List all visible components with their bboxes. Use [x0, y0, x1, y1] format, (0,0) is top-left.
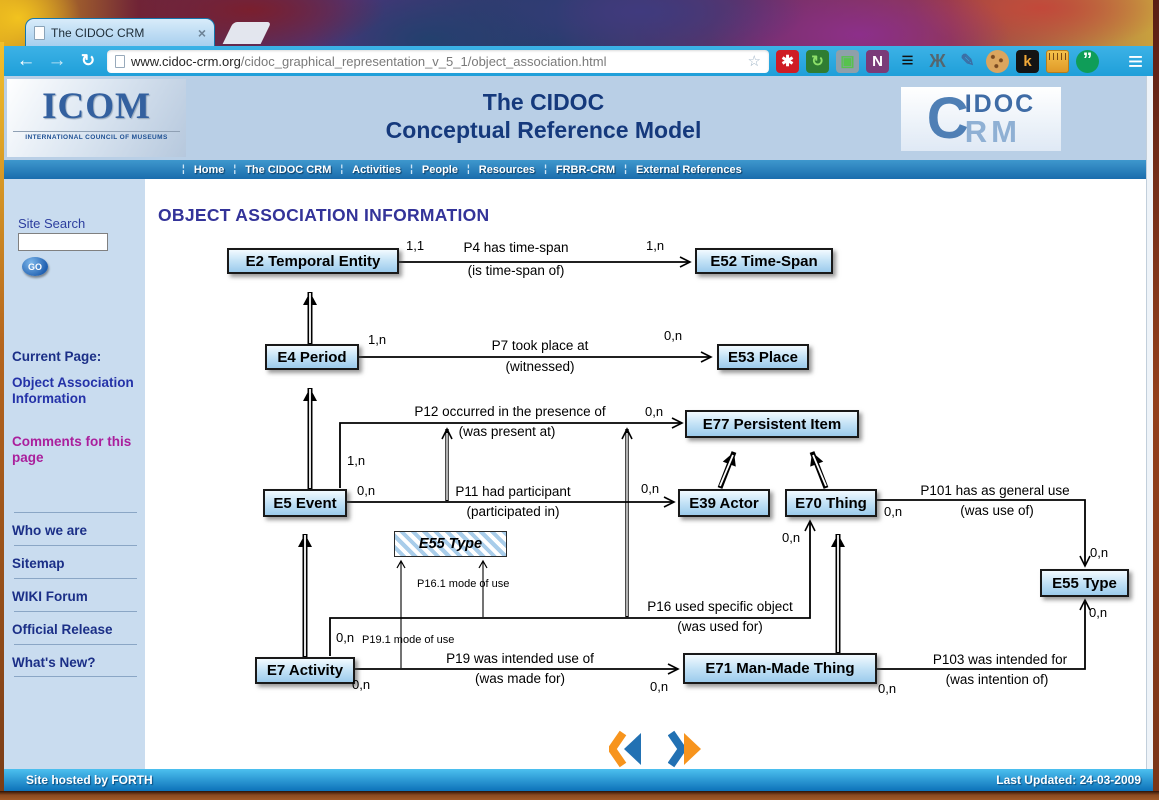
back-button[interactable]: ←: [16, 50, 36, 71]
nav-item-home[interactable]: Home: [193, 163, 225, 176]
keepa-icon[interactable]: k: [1016, 49, 1039, 73]
box-e52-time-span[interactable]: E52 Time-Span: [695, 248, 833, 274]
box-e7-activity[interactable]: E7 Activity: [255, 657, 355, 684]
box-e55-type-instance[interactable]: E55 Type: [394, 531, 507, 557]
site-title-line1: The CIDOC: [482, 89, 605, 115]
bookmark-star-icon[interactable]: ☆: [747, 53, 761, 70]
footer: Site hosted by FORTH Last Updated: 24-03…: [4, 769, 1153, 791]
hangouts-icon[interactable]: ”: [1076, 49, 1099, 73]
browser-toolbar: ← → ↻ www.cidoc-crm.org/cidoc_graphical_…: [4, 46, 1153, 76]
crm-logo-rm: RM: [964, 113, 1021, 149]
menu-icon[interactable]: ≡: [1127, 46, 1143, 76]
sidebar-item-whats-new[interactable]: What's New?: [12, 655, 96, 670]
icom-logo-caption: INTERNATIONAL COUNCIL OF MUSEUMS: [13, 131, 180, 141]
crm-logo-c: C: [926, 86, 969, 151]
tab-close-icon[interactable]: ×: [197, 24, 206, 41]
window-border-bottom: [0, 791, 1159, 800]
crm-logo-idoc: IDOC: [964, 89, 1036, 118]
next-page-button[interactable]: [668, 729, 702, 769]
divider: [14, 676, 137, 677]
address-bar[interactable]: www.cidoc-crm.org/cidoc_graphical_repres…: [107, 49, 769, 73]
nav-separator: ¦: [410, 164, 413, 175]
comments-link[interactable]: Comments for this page: [12, 434, 132, 465]
window-border-right: [1153, 0, 1159, 800]
divider: [14, 545, 137, 546]
nav-item-external-references[interactable]: External References: [635, 163, 742, 176]
nav-item-people[interactable]: People: [421, 163, 458, 176]
nav-item-resources[interactable]: Resources: [478, 163, 536, 176]
nav-item-activities[interactable]: Activities: [352, 163, 402, 176]
nav-separator: ¦: [233, 164, 237, 175]
eyedropper-icon[interactable]: ✎: [960, 51, 975, 70]
session-refresh-icon[interactable]: ↻: [806, 49, 829, 73]
divider: [14, 644, 137, 645]
onenote-icon[interactable]: N: [866, 49, 889, 73]
forward-button[interactable]: →: [47, 50, 67, 71]
page-favicon-icon: [34, 25, 45, 40]
nav-separator: ¦: [624, 164, 627, 175]
main-nav: ¦ Home ¦ The CIDOC CRM ¦ Activities ¦ Pe…: [4, 160, 1153, 179]
box-e70-thing[interactable]: E70 Thing: [785, 489, 877, 517]
current-page-link[interactable]: Object Association Information: [12, 375, 134, 406]
browser-tab[interactable]: The CIDOC CRM ×: [25, 18, 215, 46]
nav-item-frbr-crm[interactable]: FRBR-CRM: [555, 163, 616, 176]
nav-item-the-cidoc-crm[interactable]: The CIDOC CRM: [245, 163, 332, 176]
url-text: www.cidoc-crm.org/cidoc_graphical_repres…: [131, 53, 607, 69]
site-title: The CIDOC Conceptual Reference Model: [204, 88, 883, 144]
sidebar-item-official-release[interactable]: Official Release: [12, 622, 113, 637]
footer-last-updated: Last Updated: 24-03-2009: [996, 773, 1141, 787]
divider: [14, 512, 137, 513]
nav-separator: ¦: [466, 164, 470, 175]
bug-icon[interactable]: Ж: [929, 50, 946, 71]
sidebar: Site Search GO Current Page: Object Asso…: [4, 179, 145, 769]
box-e77-persistent-item[interactable]: E77 Persistent Item: [685, 410, 859, 438]
site-title-line2: Conceptual Reference Model: [385, 117, 702, 143]
icom-logo-text: ICOM: [42, 86, 151, 127]
scrollbar[interactable]: [1146, 76, 1153, 769]
nav-separator: ¦: [340, 164, 344, 175]
page-icon: [115, 54, 125, 68]
box-e2-temporal-entity[interactable]: E2 Temporal Entity: [227, 248, 399, 274]
search-input[interactable]: [18, 233, 108, 251]
window-border-left: [0, 42, 4, 800]
box-e39-actor[interactable]: E39 Actor: [678, 489, 770, 517]
box-e53-place[interactable]: E53 Place: [717, 344, 809, 370]
cidoc-crm-logo[interactable]: C IDOC RM: [901, 87, 1061, 151]
box-e55-type[interactable]: E55 Type: [1040, 569, 1129, 597]
sidebar-item-sitemap[interactable]: Sitemap: [12, 556, 65, 571]
nav-separator: ¦: [544, 164, 547, 175]
box-e4-period[interactable]: E4 Period: [265, 344, 359, 370]
screenshare-icon[interactable]: ▣: [836, 49, 859, 73]
reload-button[interactable]: ↻: [80, 51, 96, 70]
go-button[interactable]: GO: [22, 257, 48, 276]
icom-logo[interactable]: ICOM INTERNATIONAL COUNCIL OF MUSEUMS: [7, 79, 186, 157]
cookie-icon[interactable]: [986, 49, 1009, 73]
layers-icon[interactable]: ≡: [901, 49, 914, 72]
current-page-label: Current Page:: [12, 349, 102, 364]
nav-separator: ¦: [182, 164, 185, 175]
box-e5-event[interactable]: E5 Event: [263, 489, 347, 517]
page-title: OBJECT ASSOCIATION INFORMATION: [158, 205, 490, 225]
tab-title: The CIDOC CRM: [51, 25, 145, 40]
lastpass-icon[interactable]: ✱: [776, 49, 799, 73]
sidebar-item-who-we-are[interactable]: Who we are: [12, 523, 88, 538]
previous-page-button[interactable]: [609, 729, 643, 769]
divider: [14, 611, 137, 612]
box-e71-man-made-thing[interactable]: E71 Man-Made Thing: [683, 653, 877, 684]
site-header: ICOM INTERNATIONAL COUNCIL OF MUSEUMS Th…: [4, 76, 1153, 160]
site-search-label: Site Search: [18, 216, 86, 231]
divider: [14, 578, 137, 579]
ruler-icon[interactable]: [1046, 49, 1069, 73]
sidebar-item-wiki-forum[interactable]: WIKI Forum: [12, 589, 88, 604]
footer-hosted-by: Site hosted by FORTH: [26, 773, 153, 787]
